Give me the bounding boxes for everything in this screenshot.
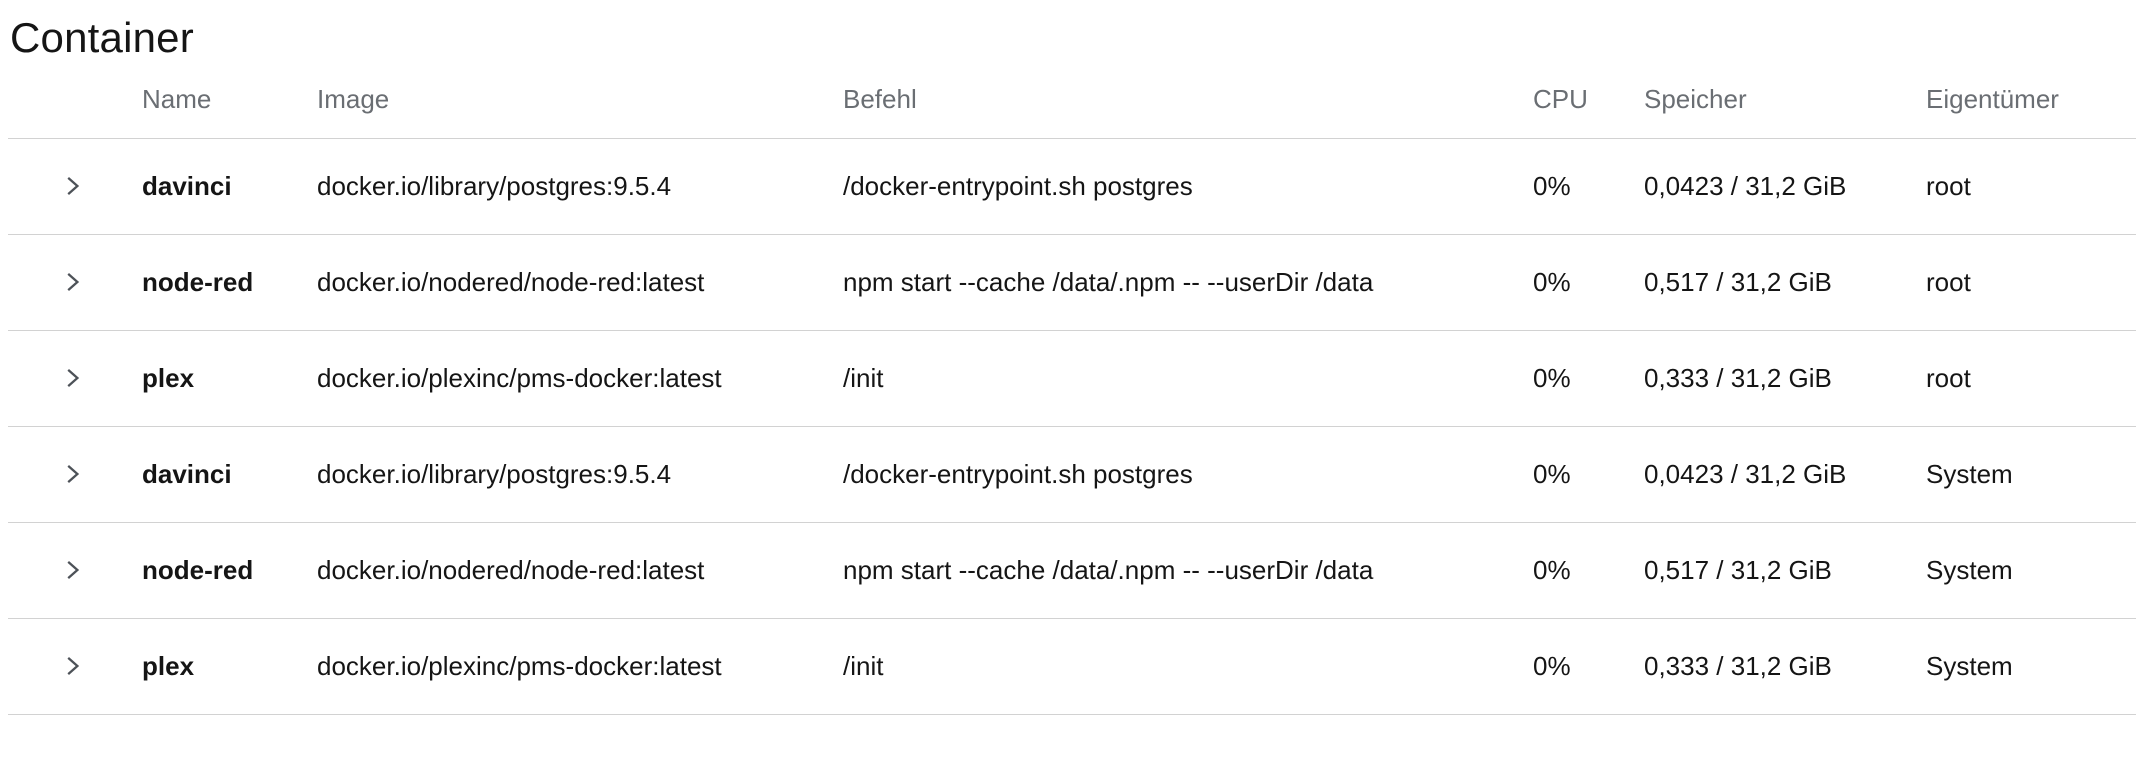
table-row: davinci docker.io/library/postgres:9.5.4…	[8, 426, 2136, 522]
container-owner: System	[1926, 650, 2013, 681]
container-cpu: 0%	[1533, 362, 1571, 393]
page-title: Container	[10, 14, 194, 61]
column-header-memory: Speicher	[1644, 62, 1926, 139]
container-image: docker.io/library/postgres:9.5.4	[317, 458, 672, 489]
angle-right-icon	[67, 561, 80, 579]
container-command: npm start --cache /data/.npm -- --userDi…	[843, 554, 1374, 585]
angle-right-icon	[67, 465, 80, 483]
expand-row-button[interactable]	[50, 548, 94, 592]
container-owner: System	[1926, 458, 2013, 489]
column-header-cpu: CPU	[1533, 62, 1644, 139]
column-header-toggle	[8, 62, 142, 139]
container-owner: root	[1926, 266, 1971, 297]
container-memory: 0,517 / 31,2 GiB	[1644, 554, 1832, 585]
container-image: docker.io/nodered/node-red:latest	[317, 554, 705, 585]
column-header-command: Befehl	[843, 62, 1533, 139]
angle-right-icon	[67, 273, 80, 291]
table-row: davinci docker.io/library/postgres:9.5.4…	[8, 138, 2136, 234]
container-name: plex	[142, 650, 195, 681]
container-command: /init	[843, 362, 884, 393]
column-header-owner: Eigentümer	[1926, 62, 2136, 139]
container-cpu: 0%	[1533, 266, 1571, 297]
angle-right-icon	[67, 657, 80, 675]
expand-row-button[interactable]	[50, 260, 94, 304]
container-command: /init	[843, 650, 884, 681]
container-command: /docker-entrypoint.sh postgres	[843, 458, 1193, 489]
container-image: docker.io/nodered/node-red:latest	[317, 266, 705, 297]
container-cpu: 0%	[1533, 170, 1571, 201]
container-command: /docker-entrypoint.sh postgres	[843, 170, 1193, 201]
container-memory: 0,333 / 31,2 GiB	[1644, 362, 1832, 393]
container-image: docker.io/library/postgres:9.5.4	[317, 170, 672, 201]
column-header-name: Name	[142, 62, 317, 139]
container-name: plex	[142, 362, 195, 393]
container-owner: System	[1926, 554, 2013, 585]
container-memory: 0,517 / 31,2 GiB	[1644, 266, 1832, 297]
container-name: davinci	[142, 170, 232, 201]
container-image: docker.io/plexinc/pms-docker:latest	[317, 362, 722, 393]
table-row: plex docker.io/plexinc/pms-docker:latest…	[8, 618, 2136, 714]
container-owner: root	[1926, 362, 1971, 393]
expand-row-button[interactable]	[50, 164, 94, 208]
container-owner: root	[1926, 170, 1971, 201]
expand-row-button[interactable]	[50, 452, 94, 496]
table-row: node-red docker.io/nodered/node-red:late…	[8, 522, 2136, 618]
table-row: node-red docker.io/nodered/node-red:late…	[8, 234, 2136, 330]
containers-table: Name Image Befehl CPU Speicher Eigentüme…	[8, 62, 2136, 715]
container-image: docker.io/plexinc/pms-docker:latest	[317, 650, 722, 681]
container-command: npm start --cache /data/.npm -- --userDi…	[843, 266, 1374, 297]
container-memory: 0,0423 / 31,2 GiB	[1644, 458, 1847, 489]
container-name: davinci	[142, 458, 232, 489]
container-memory: 0,0423 / 31,2 GiB	[1644, 170, 1847, 201]
container-name: node-red	[142, 266, 254, 297]
expand-row-button[interactable]	[50, 644, 94, 688]
column-header-image: Image	[317, 62, 843, 139]
table-row: plex docker.io/plexinc/pms-docker:latest…	[8, 330, 2136, 426]
angle-right-icon	[67, 177, 80, 195]
container-cpu: 0%	[1533, 650, 1571, 681]
container-cpu: 0%	[1533, 458, 1571, 489]
table-header: Name Image Befehl CPU Speicher Eigentüme…	[8, 62, 2136, 139]
container-memory: 0,333 / 31,2 GiB	[1644, 650, 1832, 681]
container-name: node-red	[142, 554, 254, 585]
container-cpu: 0%	[1533, 554, 1571, 585]
expand-row-button[interactable]	[50, 356, 94, 400]
angle-right-icon	[67, 369, 80, 387]
